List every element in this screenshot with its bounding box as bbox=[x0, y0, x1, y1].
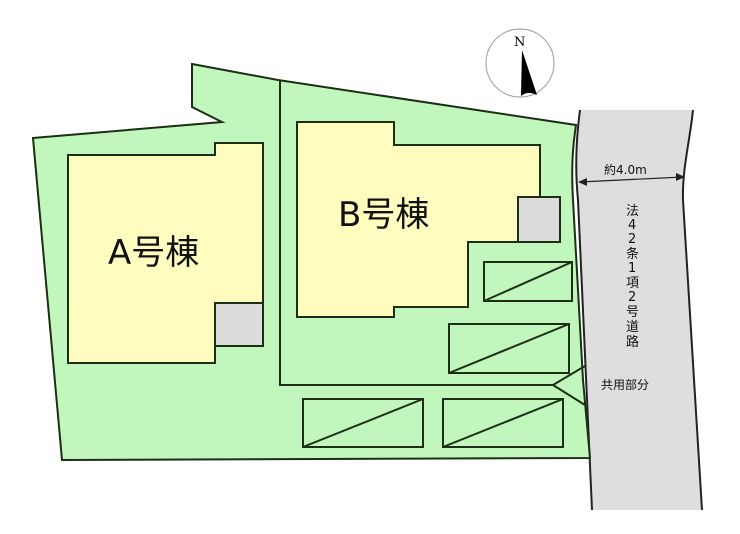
compass-label: N bbox=[514, 35, 525, 50]
parking-space bbox=[302, 398, 424, 448]
road-right-edge bbox=[681, 109, 703, 511]
road-width-dimension: 約4.0m bbox=[578, 162, 685, 186]
building-a-label: A号棟 bbox=[108, 233, 199, 273]
parking-space bbox=[448, 323, 570, 374]
road-left-edge bbox=[575, 109, 593, 511]
building-b-label: B号棟 bbox=[338, 195, 429, 235]
svg-text:道: 道 bbox=[626, 320, 639, 335]
svg-text:1: 1 bbox=[628, 261, 636, 276]
building-a-utility bbox=[214, 302, 264, 347]
parking-space bbox=[442, 398, 564, 448]
road bbox=[575, 109, 703, 511]
shared-access-marker bbox=[551, 365, 586, 406]
svg-text:4: 4 bbox=[628, 218, 636, 233]
svg-text:2: 2 bbox=[628, 290, 636, 305]
svg-text:項: 項 bbox=[626, 276, 639, 291]
svg-text:路: 路 bbox=[626, 334, 639, 350]
building-b-utility bbox=[517, 196, 561, 243]
road-width-label: 約4.0m bbox=[604, 162, 647, 177]
svg-text:条: 条 bbox=[626, 246, 639, 262]
lot-divider bbox=[279, 80, 553, 386]
svg-text:法: 法 bbox=[626, 204, 639, 219]
svg-text:2: 2 bbox=[628, 232, 636, 247]
parking-space bbox=[483, 261, 573, 302]
road-name-label: 法 4 2 条 1 項 2 号 道 路 bbox=[626, 204, 639, 350]
compass-north-icon: N bbox=[485, 28, 555, 98]
svg-text:号: 号 bbox=[626, 305, 639, 320]
shared-area-label: 共用部分 bbox=[601, 377, 649, 392]
